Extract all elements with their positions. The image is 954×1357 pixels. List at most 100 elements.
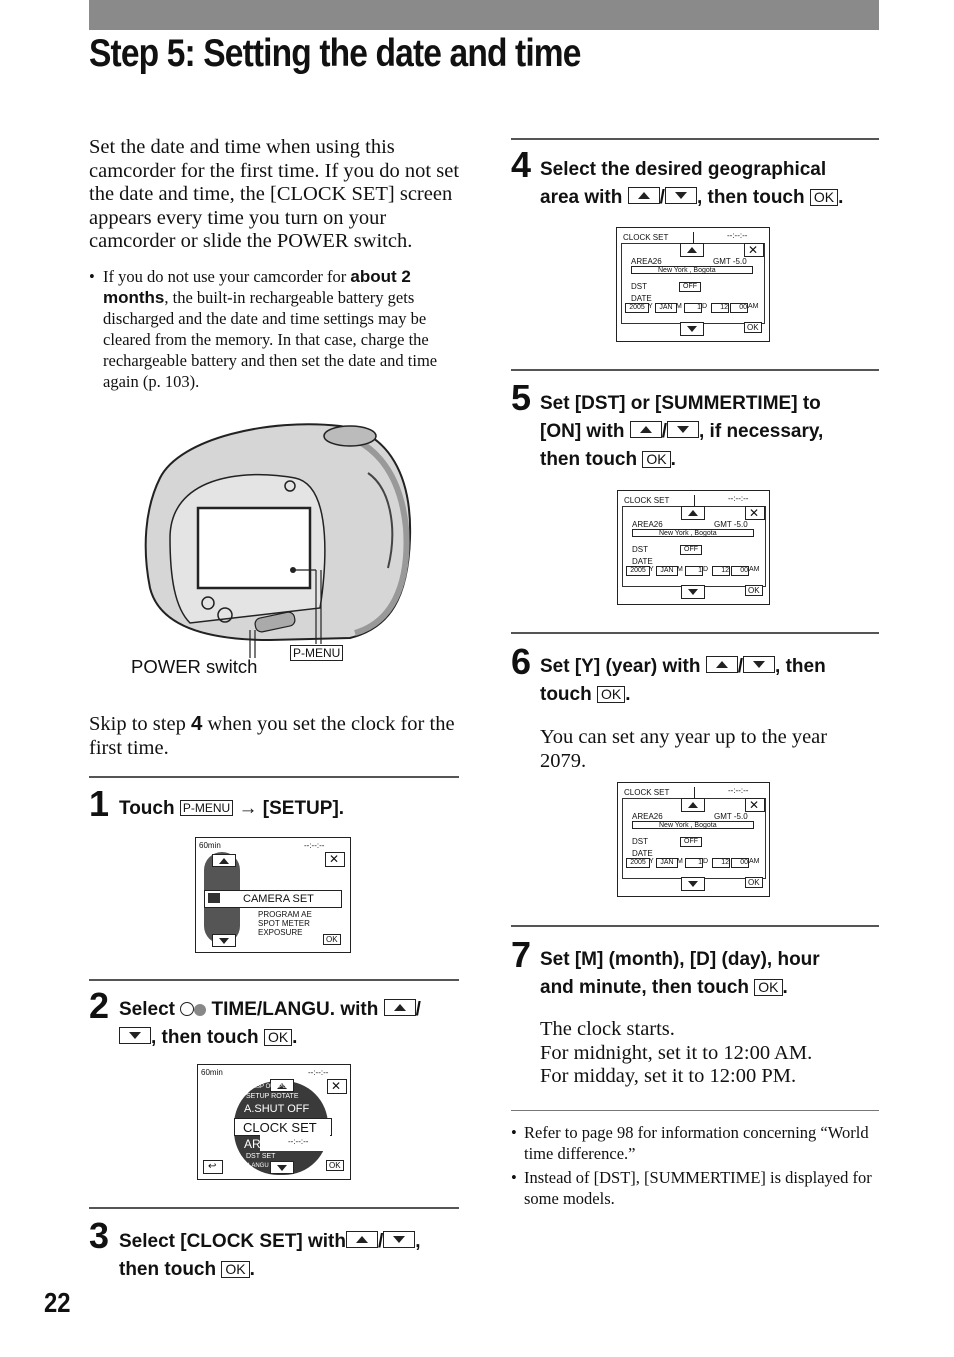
step5-then: then touch [540, 449, 638, 470]
screen1-ok-button[interactable]: OK [323, 934, 341, 945]
clock-ampm: AM [748, 303, 759, 310]
screen2-item5[interactable]: LANGU [248, 1163, 269, 1169]
step4-slash: / [659, 187, 665, 208]
close-icon: ✕ [749, 798, 760, 812]
step3-text: Select [CLOCK SET] with/,then touch OK. [119, 1228, 464, 1284]
battery-note-pre: If you do not use your camcorder for [103, 267, 351, 286]
clock-close-button[interactable]: ✕ [744, 243, 764, 257]
screen2-clock: --:--:-- [308, 1068, 329, 1077]
clock-gmt: GMT -5.0 [713, 257, 747, 266]
clock-down-button[interactable] [681, 585, 705, 599]
clock-ok-button[interactable]: OK [745, 877, 763, 888]
clock-up-button[interactable] [681, 798, 705, 812]
clock-hour-field[interactable]: 12 [712, 566, 730, 576]
screen2-item1[interactable]: A.SHUT OFF [244, 1103, 310, 1115]
power-switch-label: POWER switch [131, 656, 258, 677]
screen2-up-button[interactable] [270, 1079, 294, 1092]
clock-hour-field[interactable]: 12 [712, 858, 730, 868]
clock-day-unit: D [703, 858, 709, 865]
clock-city-field[interactable]: New York , Bogota [632, 821, 754, 829]
clock-hour-field[interactable]: 12 [711, 303, 729, 313]
screen1-close-button[interactable]: ✕ [325, 852, 345, 867]
step2-text: Select TIME/LANGU. with /, then touch OK… [119, 996, 459, 1052]
clock-year-field[interactable]: 2005 [626, 566, 650, 576]
note-text-2: Instead of [DST], [SUMMERTIME] is displa… [524, 1168, 872, 1208]
clock-title-edge [693, 232, 694, 243]
clock-year-field[interactable]: 2005 [625, 303, 649, 313]
clock-time: --:--:-- [728, 786, 749, 795]
screen1-down-button[interactable] [212, 934, 236, 947]
step1-setup: [SETUP]. [262, 798, 345, 819]
screen2-back-button[interactable]: ↩ [203, 1160, 223, 1174]
up-arrow-icon [688, 802, 698, 808]
step2-ok-icon: OK [263, 1029, 293, 1046]
clock-up-button[interactable] [681, 506, 705, 520]
clock-dst-field[interactable]: OFF [679, 282, 701, 292]
clock-ok-button[interactable]: OK [744, 322, 762, 333]
note-item: •Refer to page 98 for information concer… [511, 1122, 876, 1164]
clock-year-field[interactable]: 2005 [626, 858, 650, 868]
clock-day-field[interactable]: 1 [685, 858, 703, 868]
clock-day-field[interactable]: 1 [685, 566, 703, 576]
clock-set-screen-year: CLOCK SET --:--:-- ✕ AREA26 GMT -5.0 New… [617, 782, 770, 897]
clock-city-field[interactable]: New York , Bogota [632, 529, 754, 537]
screen2-item2: CLOCK SET [243, 1120, 317, 1135]
clock-close-button[interactable]: ✕ [745, 798, 765, 812]
clock-ampm: AM [749, 858, 760, 865]
note-bullet: • [511, 1168, 517, 1187]
screen2-selected-row[interactable]: CLOCK SET [234, 1118, 332, 1136]
clock-year-unit: Y [649, 858, 654, 865]
screen2-item3[interactable]: AR [244, 1137, 261, 1151]
screen2-down-button[interactable] [270, 1161, 294, 1174]
up-arrow-icon [277, 1082, 287, 1089]
setup-screen: 60min --:--:-- ✕ DISP OUTPUT SETUP ROTAT… [197, 1064, 351, 1180]
clock-city-field[interactable]: New York , Bogota [631, 266, 753, 274]
clock-up-button[interactable] [680, 243, 704, 257]
clock-month-field[interactable]: JAN [656, 858, 678, 868]
notes-rule [511, 1110, 879, 1111]
screen2-item-top[interactable]: DISP OUTPUT [250, 1084, 291, 1090]
clock-month-field[interactable]: JAN [656, 566, 678, 576]
step5-ok-icon: OK [642, 451, 671, 468]
screen1-selected-row[interactable]: CAMERA SET [204, 890, 342, 908]
clock-day-field[interactable]: 1 [684, 303, 702, 313]
step2-down-icon [119, 1027, 151, 1044]
close-icon: ✕ [748, 243, 759, 257]
clock-year-unit: Y [648, 303, 653, 310]
step5-up-icon [629, 421, 662, 438]
clock-ok-button[interactable]: OK [745, 585, 763, 596]
step5-slash: / [661, 421, 667, 442]
clock-title: CLOCK SET [624, 496, 670, 505]
camcorder-illustration [144, 423, 412, 658]
step1-arrow: → [238, 798, 258, 819]
clock-dst-field[interactable]: OFF [680, 545, 702, 555]
clock-down-button[interactable] [681, 877, 705, 891]
clock-close-button[interactable]: ✕ [745, 506, 765, 520]
screen1-up-button[interactable] [212, 854, 236, 867]
clock-month-field[interactable]: JAN [655, 303, 677, 313]
screen1-item2[interactable]: SPOT METER [258, 919, 310, 928]
clock-minute-field[interactable]: 00 [731, 858, 749, 868]
screen1-item3[interactable]: EXPOSURE [258, 928, 303, 937]
clock-minute-field[interactable]: 00 [731, 566, 749, 576]
down-arrow-icon [219, 937, 229, 944]
battery-note-post: , the built-in rechargeable battery gets… [103, 288, 438, 391]
screen1-item1[interactable]: PROGRAM AE [258, 910, 312, 919]
step3-comma: , [415, 1231, 421, 1252]
clock-area: AREA26 [631, 257, 662, 266]
clock-down-button[interactable] [680, 322, 704, 336]
screen2-close-button[interactable]: ✕ [327, 1079, 347, 1094]
clock-date-label: DATE [631, 294, 652, 303]
screen2-item4[interactable]: DST SET [246, 1153, 276, 1160]
clock-minute-field[interactable]: 00 [730, 303, 748, 313]
screen2-ok-button[interactable]: OK [326, 1160, 344, 1171]
screen2-item-rot[interactable]: SETUP ROTATE [246, 1093, 299, 1100]
clock-dst-field[interactable]: OFF [680, 837, 702, 847]
return-icon: ↩ [208, 1161, 217, 1172]
step3-down-icon [383, 1231, 416, 1248]
clock-set-screen-area: CLOCK SET --:--:-- ✕ AREA26 GMT -5.0 New… [616, 227, 770, 342]
up-arrow-icon [687, 247, 697, 253]
down-arrow-icon [688, 589, 698, 595]
